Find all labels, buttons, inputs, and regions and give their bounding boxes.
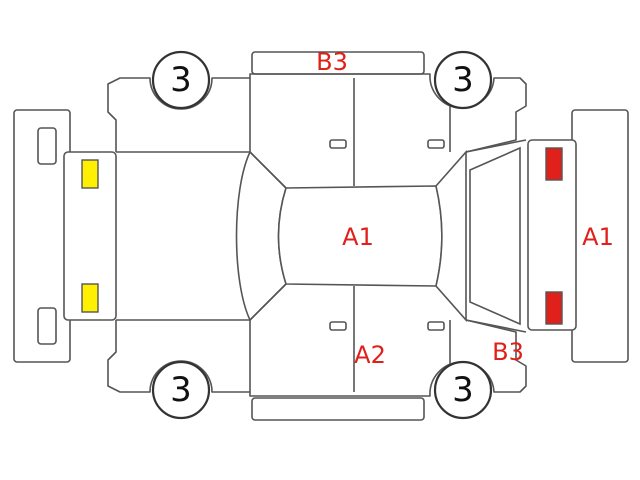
rear-left-taillamp xyxy=(545,147,563,181)
tire-front-right: 3 xyxy=(151,360,211,420)
rear-right-taillamp xyxy=(545,291,563,325)
front-grille-panel xyxy=(63,151,117,321)
damage-code-rear-bumper: A1 xyxy=(582,223,614,251)
top-view-body xyxy=(116,139,527,333)
top-rear-handle xyxy=(427,139,445,149)
tire-rear-right-grade: 3 xyxy=(452,370,474,410)
front-right-headlamp xyxy=(81,283,99,313)
top-side-outline xyxy=(107,73,527,153)
tire-rear-left-grade: 3 xyxy=(452,60,474,100)
damage-code-top-bumper: B3 xyxy=(316,48,348,76)
rear-view xyxy=(527,109,629,363)
rear-deck-bottom xyxy=(465,319,527,333)
rear-deck-top xyxy=(465,139,527,153)
bottom-rear-handle xyxy=(427,321,445,331)
front-view xyxy=(13,109,117,363)
bottom-front-handle xyxy=(329,321,347,331)
tire-front-left: 3 xyxy=(151,50,211,110)
front-left-headlamp xyxy=(81,159,99,189)
a-pillar-bottom xyxy=(249,283,287,321)
rear-window xyxy=(435,149,467,323)
damage-code-left-rear-quarter: B3 xyxy=(492,338,524,366)
tire-front-left-grade: 3 xyxy=(170,60,192,100)
bottom-side-sill xyxy=(251,397,425,421)
rear-hatch-glass xyxy=(469,146,521,326)
front-right-vent xyxy=(37,307,57,345)
damage-code-left-rear-door: A2 xyxy=(354,341,386,369)
rear-tailgate-panel xyxy=(527,139,577,331)
top-side-body xyxy=(107,51,527,186)
tire-front-right-grade: 3 xyxy=(170,370,192,410)
tire-rear-right: 3 xyxy=(433,360,493,420)
a-pillar-top xyxy=(249,151,287,189)
top-front-handle xyxy=(329,139,347,149)
tire-rear-left: 3 xyxy=(433,50,493,110)
front-left-vent xyxy=(37,127,57,165)
bottom-side-outline xyxy=(107,319,527,397)
damage-code-roof: A1 xyxy=(342,223,374,251)
